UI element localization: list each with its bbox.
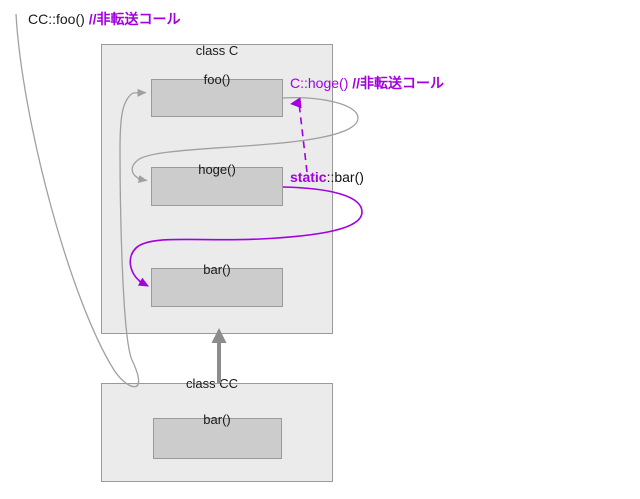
edge-ccfoo-to-foo <box>15 13 147 388</box>
annotation-cc-foo-call: CC::foo() <box>28 11 85 27</box>
edge-label-static-rest: ::bar() <box>326 169 364 185</box>
edge-inheritance <box>211 328 227 383</box>
annotation-cc-foo-comment: //非転送コール <box>88 11 181 27</box>
method-label-c-hoge: hoge() <box>198 162 236 177</box>
edge-label-static-keyword: static <box>290 169 327 185</box>
class-title-class-c: class C <box>195 43 239 58</box>
edge-chhoge-marker <box>290 97 308 173</box>
method-label-c-bar: bar() <box>203 262 231 277</box>
edge-hoge-to-bar <box>129 186 363 287</box>
method-label-c-foo: foo() <box>203 72 231 87</box>
method-box-c-bar[interactable] <box>151 268 283 307</box>
edge-label-static-bar: static::bar() <box>290 170 364 184</box>
method-box-cc-bar[interactable] <box>153 418 282 459</box>
annotation-c-hoge-comment: //非転送コール <box>352 75 445 91</box>
method-box-c-foo[interactable] <box>151 79 283 117</box>
method-box-c-hoge[interactable] <box>151 167 283 206</box>
annotation-c-hoge: C::hoge() //非転送コール <box>290 75 444 91</box>
annotation-c-hoge-call: C::hoge() <box>290 75 349 91</box>
method-label-cc-bar: bar() <box>203 412 231 427</box>
annotation-cc-foo: CC::foo() //非転送コール <box>28 11 180 27</box>
class-title-class-cc: class CC <box>185 376 239 391</box>
edge-foo-to-hoge <box>131 97 359 184</box>
